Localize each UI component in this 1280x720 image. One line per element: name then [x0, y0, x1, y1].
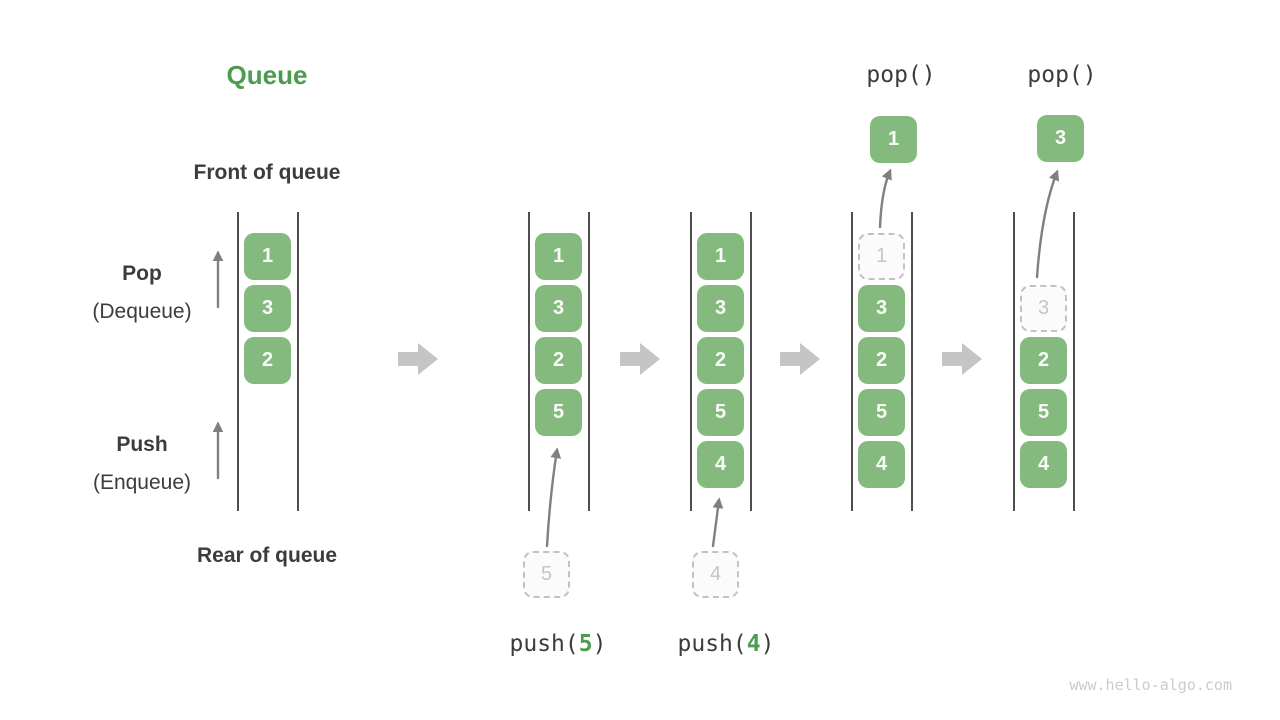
queue-wall: [1013, 212, 1015, 511]
rear-of-queue-label: Rear of queue: [196, 544, 338, 567]
queue-cell: 2: [244, 337, 291, 384]
close-paren-text: ): [592, 631, 607, 657]
queue-wall: [690, 212, 692, 511]
incoming-ghost-cell: 5: [523, 551, 570, 598]
push-fn-text: push(: [677, 631, 747, 657]
popped-ghost-cell: 1: [858, 233, 905, 280]
queue-cell: 5: [1020, 389, 1067, 436]
queue-cell: 1: [697, 233, 744, 280]
queue-wall: [911, 212, 913, 511]
step-arrow-icon: [780, 343, 820, 375]
push-fn-text: push(: [509, 631, 579, 657]
push5-arrow: [545, 447, 562, 548]
queue-cell: 4: [1020, 441, 1067, 488]
queue-cell: 2: [535, 337, 582, 384]
queue-cell: 5: [858, 389, 905, 436]
popped-cell: 3: [1037, 115, 1084, 162]
push-arg-text: 5: [578, 631, 593, 657]
queue-cell: 5: [697, 389, 744, 436]
incoming-ghost-cell: 4: [692, 551, 739, 598]
step-arrow-icon: [942, 343, 982, 375]
queue-cell: 2: [1020, 337, 1067, 384]
queue-cell: 3: [697, 285, 744, 332]
pop-label: Pop: [122, 262, 162, 285]
queue-cell: 1: [244, 233, 291, 280]
queue-wall: [237, 212, 239, 511]
queue-cell: 3: [535, 285, 582, 332]
queue-cell: 5: [535, 389, 582, 436]
queue-cell: 4: [697, 441, 744, 488]
pop1-arrow: [878, 168, 892, 229]
push-arg-text: 4: [746, 631, 761, 657]
queue-wall: [297, 212, 299, 511]
close-paren-text: ): [760, 631, 775, 657]
push-label: Push: [116, 433, 168, 456]
popped-ghost-cell: 3: [1020, 285, 1067, 332]
queue-cell: 3: [858, 285, 905, 332]
pop2-arrow: [1035, 169, 1060, 279]
queue-cell: 4: [858, 441, 905, 488]
queue-wall: [588, 212, 590, 511]
enqueue-sublabel: (Enqueue): [92, 471, 192, 494]
pop-call-label: pop(): [1027, 62, 1097, 88]
queue-wall: [528, 212, 530, 511]
queue-cell: 2: [858, 337, 905, 384]
front-of-queue-label: Front of queue: [193, 161, 341, 184]
pop-call-label: pop(): [866, 62, 936, 88]
queue-wall: [1073, 212, 1075, 511]
popped-cell: 1: [870, 116, 917, 163]
push4-call-label: push(4): [654, 630, 798, 659]
step-arrow-icon: [398, 343, 438, 375]
queue-cell: 2: [697, 337, 744, 384]
queue-cell: 1: [535, 233, 582, 280]
push4-arrow: [711, 497, 724, 548]
watermark: www.hello-algo.com: [1069, 676, 1232, 694]
dequeue-sublabel: (Dequeue): [92, 300, 192, 323]
queue-cell: 3: [244, 285, 291, 332]
step-arrow-icon: [620, 343, 660, 375]
queue-wall: [851, 212, 853, 511]
push5-call-label: push(5): [488, 630, 628, 659]
queue-wall: [750, 212, 752, 511]
diagram-title: Queue: [226, 60, 308, 90]
